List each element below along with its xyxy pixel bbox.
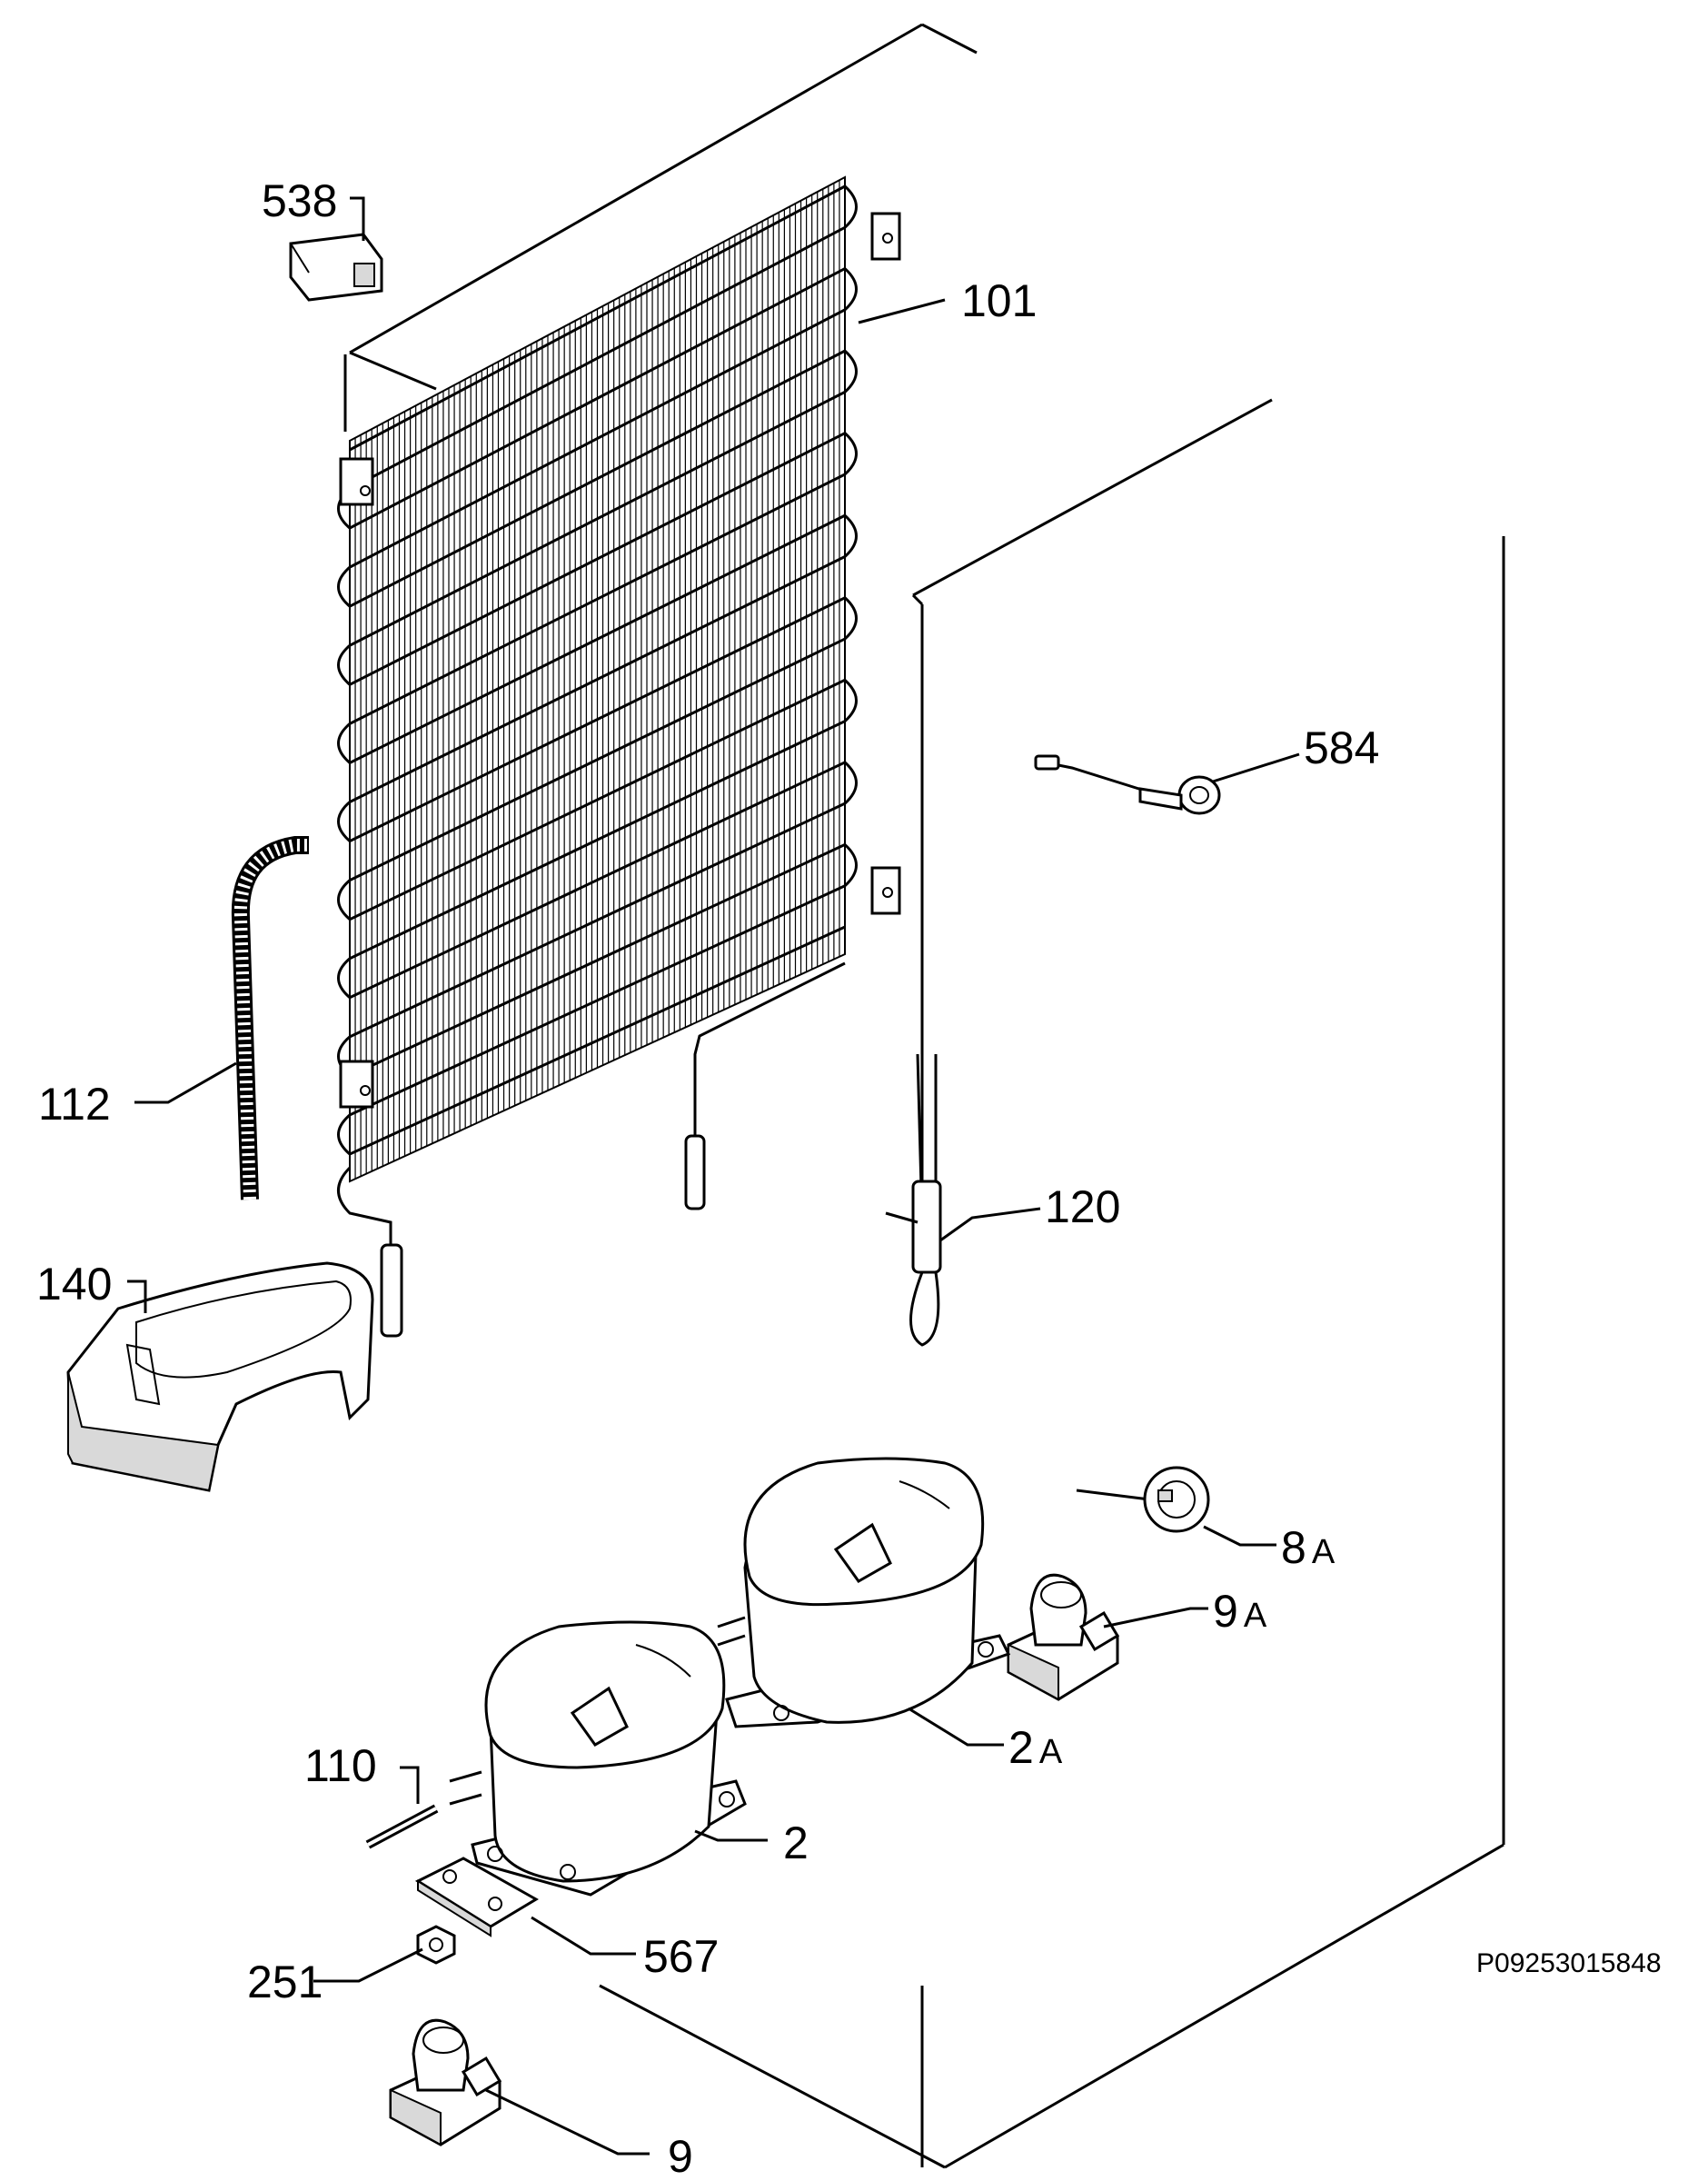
label-140: 140 (36, 1259, 112, 1310)
label-9: 9 (668, 2131, 693, 2181)
part-140-drip-tray (66, 1261, 374, 1492)
part-2a-compressor (717, 1457, 1011, 1728)
condenser-coil (337, 175, 901, 1338)
label-112: 112 (38, 1079, 111, 1130)
part-251-nut (416, 1925, 456, 1965)
condenser-tube (337, 184, 858, 1156)
label-251: 251 (247, 1957, 323, 2007)
part-120-thermostat (885, 1053, 942, 1347)
part-2-compressor (449, 1620, 747, 1897)
part-567-plate (414, 1857, 539, 1937)
label-120: 120 (1045, 1181, 1120, 1232)
label-567: 567 (643, 1931, 719, 1982)
drawing-code: P09253015848 (1476, 1948, 1662, 1978)
part-584-sensor (1034, 754, 1221, 815)
part-8a-overload (1076, 1466, 1210, 1533)
part-112-hose (231, 836, 309, 1200)
label-2: 2 (783, 1818, 809, 1868)
part-9-relay (389, 2018, 502, 2146)
label-110: 110 (304, 1740, 377, 1791)
part-538-connector (289, 233, 383, 302)
label-101: 101 (961, 275, 1037, 326)
label-584: 584 (1304, 722, 1379, 773)
label-538: 538 (262, 175, 337, 226)
leader-lines (127, 196, 1300, 2156)
part-9a-relay (1007, 1573, 1120, 1701)
cabinet-outline (343, 23, 1505, 2169)
part-110-pin (365, 1804, 439, 1849)
